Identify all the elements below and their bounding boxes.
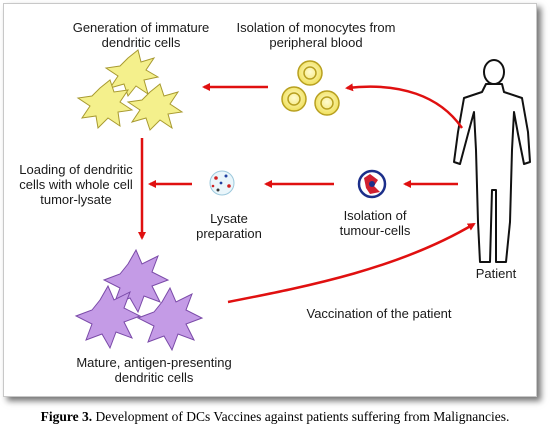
tumour-cell-icon: [357, 169, 387, 199]
label-isolation-monocytes: Isolation of monocytes from peripheral b…: [236, 20, 396, 50]
patient-silhouette-icon: [453, 59, 531, 263]
figure-label: Figure 3.: [40, 409, 93, 424]
monocytes-icon: [281, 60, 340, 116]
label-immature-dendritic-cells: Generation of immature dendritic cells: [72, 20, 210, 50]
label-patient: Patient: [475, 266, 517, 281]
figure-caption: Figure 3. Development of DCs Vaccines ag…: [0, 409, 550, 425]
immature-dendritic-cells-icon: [76, 49, 184, 131]
arrow-patient-to-monocytes: [345, 83, 464, 129]
lysate-particles-icon: [209, 170, 235, 196]
label-isolation-tumour-cells: Isolation of tumour-cells: [339, 208, 411, 238]
mature-dendritic-cells-icon: [74, 248, 204, 352]
label-loading-dendritic-cells: Loading of dendritic cells with whole ce…: [19, 162, 133, 207]
diagram-canvas: [74, 49, 531, 352]
label-vaccination: Vaccination of the patient: [306, 306, 452, 321]
label-mature-dendritic-cells: Mature, antigen-presenting dendritic cel…: [76, 355, 232, 385]
process-arrows: [138, 83, 476, 304]
label-lysate-preparation: Lysate preparation: [196, 211, 262, 241]
arrow-vaccination: [227, 222, 476, 304]
caption-text: Development of DCs Vaccines against pati…: [92, 409, 510, 424]
